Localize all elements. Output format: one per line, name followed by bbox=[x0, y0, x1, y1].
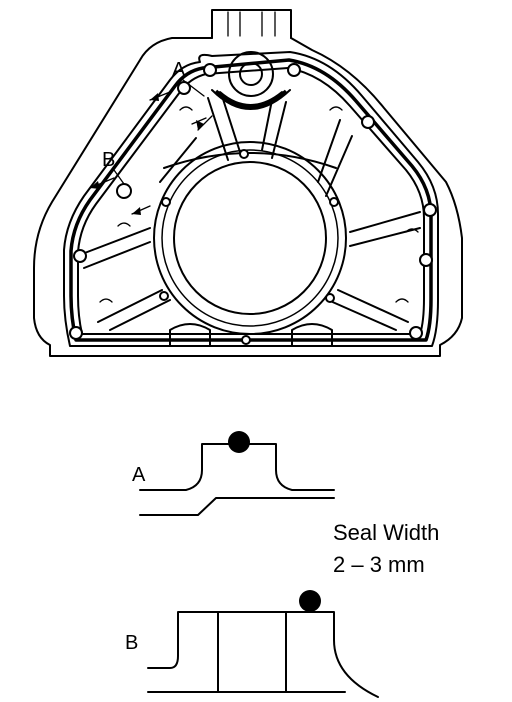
central-ring-mid bbox=[161, 149, 339, 327]
bolt-hole bbox=[116, 183, 132, 199]
housing-ribs bbox=[81, 95, 421, 331]
bolt-hole bbox=[287, 63, 301, 77]
bolt-hole bbox=[329, 197, 339, 207]
detail-b-label: B bbox=[125, 632, 138, 654]
detail-a-seal-bead bbox=[228, 431, 250, 453]
callout-a-label: A bbox=[172, 59, 186, 81]
bolt-hole bbox=[161, 197, 171, 207]
upper-boss-hole bbox=[239, 62, 263, 86]
upper-boss bbox=[228, 51, 274, 97]
bolt-hole bbox=[159, 291, 169, 301]
bolt-hole bbox=[325, 293, 335, 303]
bolt-hole bbox=[423, 203, 437, 217]
seal-width-value: 2 – 3 mm bbox=[333, 552, 425, 577]
bolt-hole bbox=[409, 326, 423, 340]
detail-b: B bbox=[125, 590, 379, 698]
upper-saddle-arc bbox=[211, 89, 291, 110]
detail-a-label: A bbox=[132, 464, 146, 486]
central-ring-hub bbox=[163, 152, 337, 169]
bolt-hole bbox=[361, 115, 375, 129]
callout-a-leader bbox=[182, 79, 205, 97]
bolt-hole bbox=[73, 249, 87, 263]
upper-saddle-arc-inner bbox=[219, 91, 283, 106]
bolt-hole bbox=[177, 81, 191, 95]
callout-a-arrowhead bbox=[150, 93, 159, 101]
callout-b-arrowhead bbox=[90, 181, 100, 189]
top-boss-ribs bbox=[227, 11, 276, 37]
sealing-flange-outer bbox=[63, 51, 439, 347]
flange-notches bbox=[99, 106, 419, 303]
seal-width-title: Seal Width bbox=[333, 520, 439, 545]
bolt-hole bbox=[69, 326, 83, 340]
callout-b-arrowhead bbox=[132, 207, 141, 215]
detail-b-profile bbox=[147, 611, 379, 698]
bolt-hole bbox=[239, 149, 249, 159]
bolt-hole bbox=[203, 63, 217, 77]
detail-b-seal-bead bbox=[299, 590, 321, 612]
top-boss bbox=[211, 9, 292, 39]
central-ring-outer bbox=[153, 141, 347, 335]
detail-a: A bbox=[132, 431, 335, 516]
callout-b-leader bbox=[113, 169, 125, 185]
callout-a-arrowhead bbox=[196, 120, 204, 130]
bolt-holes bbox=[69, 63, 437, 345]
detail-a-profile-lower bbox=[139, 497, 335, 516]
bottom-openings bbox=[169, 323, 333, 347]
central-ring-inner bbox=[173, 161, 327, 315]
bolt-hole bbox=[419, 253, 433, 267]
housing-outer-outline bbox=[33, 37, 463, 357]
cover-housing-view: A B bbox=[33, 9, 463, 357]
seal-bead-line bbox=[69, 58, 433, 342]
bolt-hole bbox=[241, 335, 251, 345]
detail-b-part-lines bbox=[217, 611, 287, 693]
callout-b-label: B bbox=[102, 149, 115, 171]
